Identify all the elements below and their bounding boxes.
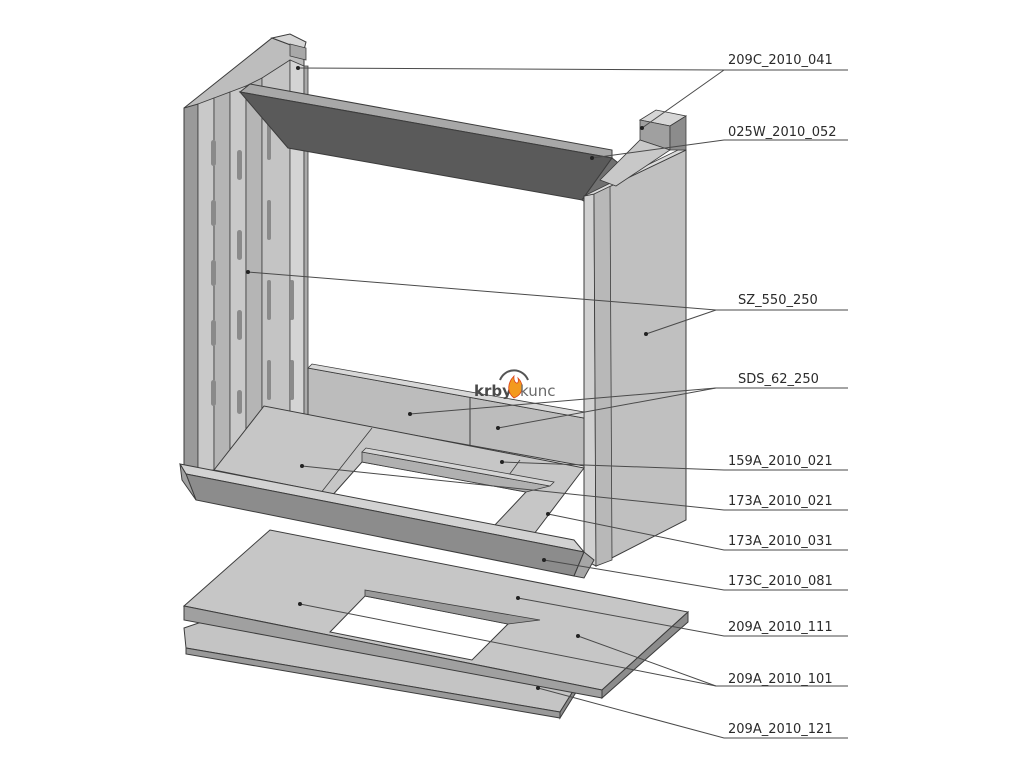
part-label: 209C_2010_041: [728, 53, 833, 68]
part-label: SDS_62_250: [738, 372, 819, 387]
leader-lines: [246, 66, 848, 739]
part-label: 209A_2010_121: [728, 722, 833, 737]
part-label: 209A_2010_101: [728, 672, 833, 687]
part-label: 173A_2010_031: [728, 534, 833, 549]
part-label: 173A_2010_021: [728, 494, 833, 509]
flame-icon: [508, 374, 523, 399]
right-side-wall: [583, 109, 688, 567]
bottom-plate-209A_2010_101: [182, 529, 690, 700]
part-label: 173C_2010_081: [728, 574, 833, 589]
krby-kunc-logo: krby kunc: [474, 369, 556, 400]
left-side-wall: [183, 33, 307, 475]
front-sill-173C_2010_081: [178, 463, 595, 579]
logo-word-right: kunc: [520, 382, 556, 400]
part-label: 159A_2010_021: [728, 454, 833, 469]
rear-low-wall-SDS_62_250: [307, 363, 585, 467]
hearth-floor: [213, 405, 585, 535]
part-label: 209A_2010_111: [728, 620, 833, 635]
part-labels: 209C_2010_041 025W_2010_052 SZ_550_250 S…: [728, 53, 837, 737]
logo-word-left: krby: [474, 382, 512, 400]
part-label: SZ_550_250: [738, 293, 818, 308]
part-label: 025W_2010_052: [728, 125, 837, 140]
